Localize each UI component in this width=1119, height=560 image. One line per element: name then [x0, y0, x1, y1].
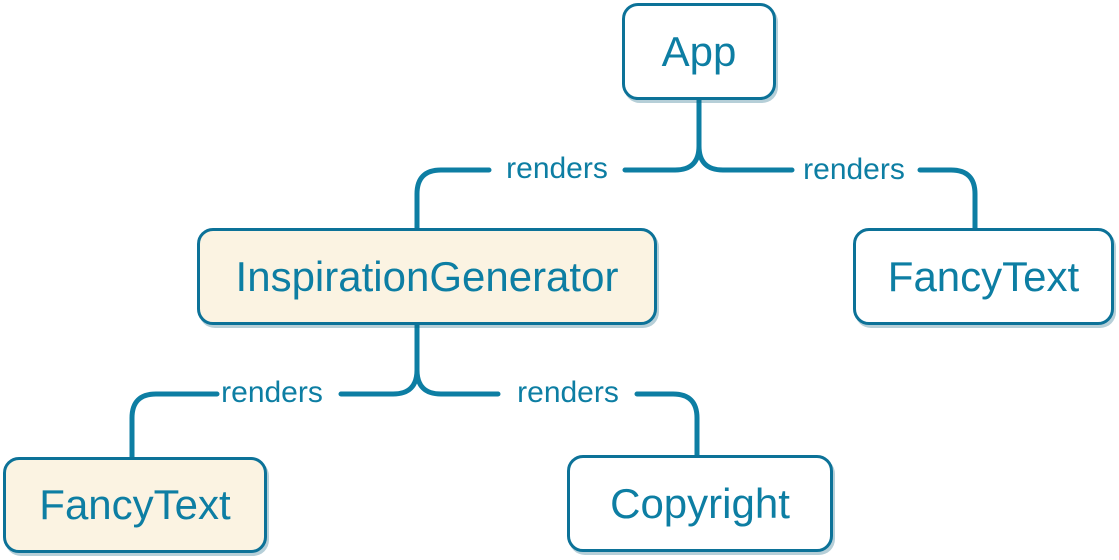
edge-label-renders-ig-fancytext: renders [221, 376, 323, 409]
edge-ig-fancytext-left-segment [129, 391, 220, 461]
edge-ig-fancytext-right-segment [338, 322, 420, 397]
node-inspiration-generator-label: InspirationGenerator [235, 252, 619, 300]
edge-label-renders-ig-copyright: renders [517, 376, 619, 409]
edge-label-renders-app-inspirationgenerator: renders [506, 152, 608, 185]
node-app: App [622, 3, 776, 100]
node-fancy-text-top: FancyText [853, 228, 1114, 325]
node-fancy-text-bottom-label: FancyText [39, 481, 231, 528]
edge-app-inspirationgenerator-left-segment [414, 167, 492, 232]
node-fancy-text-bottom: FancyText [3, 457, 267, 553]
node-copyright: Copyright [567, 455, 833, 552]
edge-app-fancytext-left-segment [696, 97, 795, 173]
node-inspiration-generator: InspirationGenerator [197, 228, 657, 325]
edge-app-fancytext-right-segment [917, 167, 978, 232]
edge-label-renders-app-fancytext: renders [803, 153, 905, 186]
node-fancy-text-top-label: FancyText [887, 252, 1080, 300]
edge-app-inspirationgenerator-right-segment [622, 97, 702, 173]
edge-ig-copyright-right-segment [634, 391, 700, 459]
node-copyright-label: Copyright [610, 479, 790, 527]
edge-ig-copyright-left-segment [414, 322, 501, 397]
node-app-label: App [661, 27, 737, 75]
